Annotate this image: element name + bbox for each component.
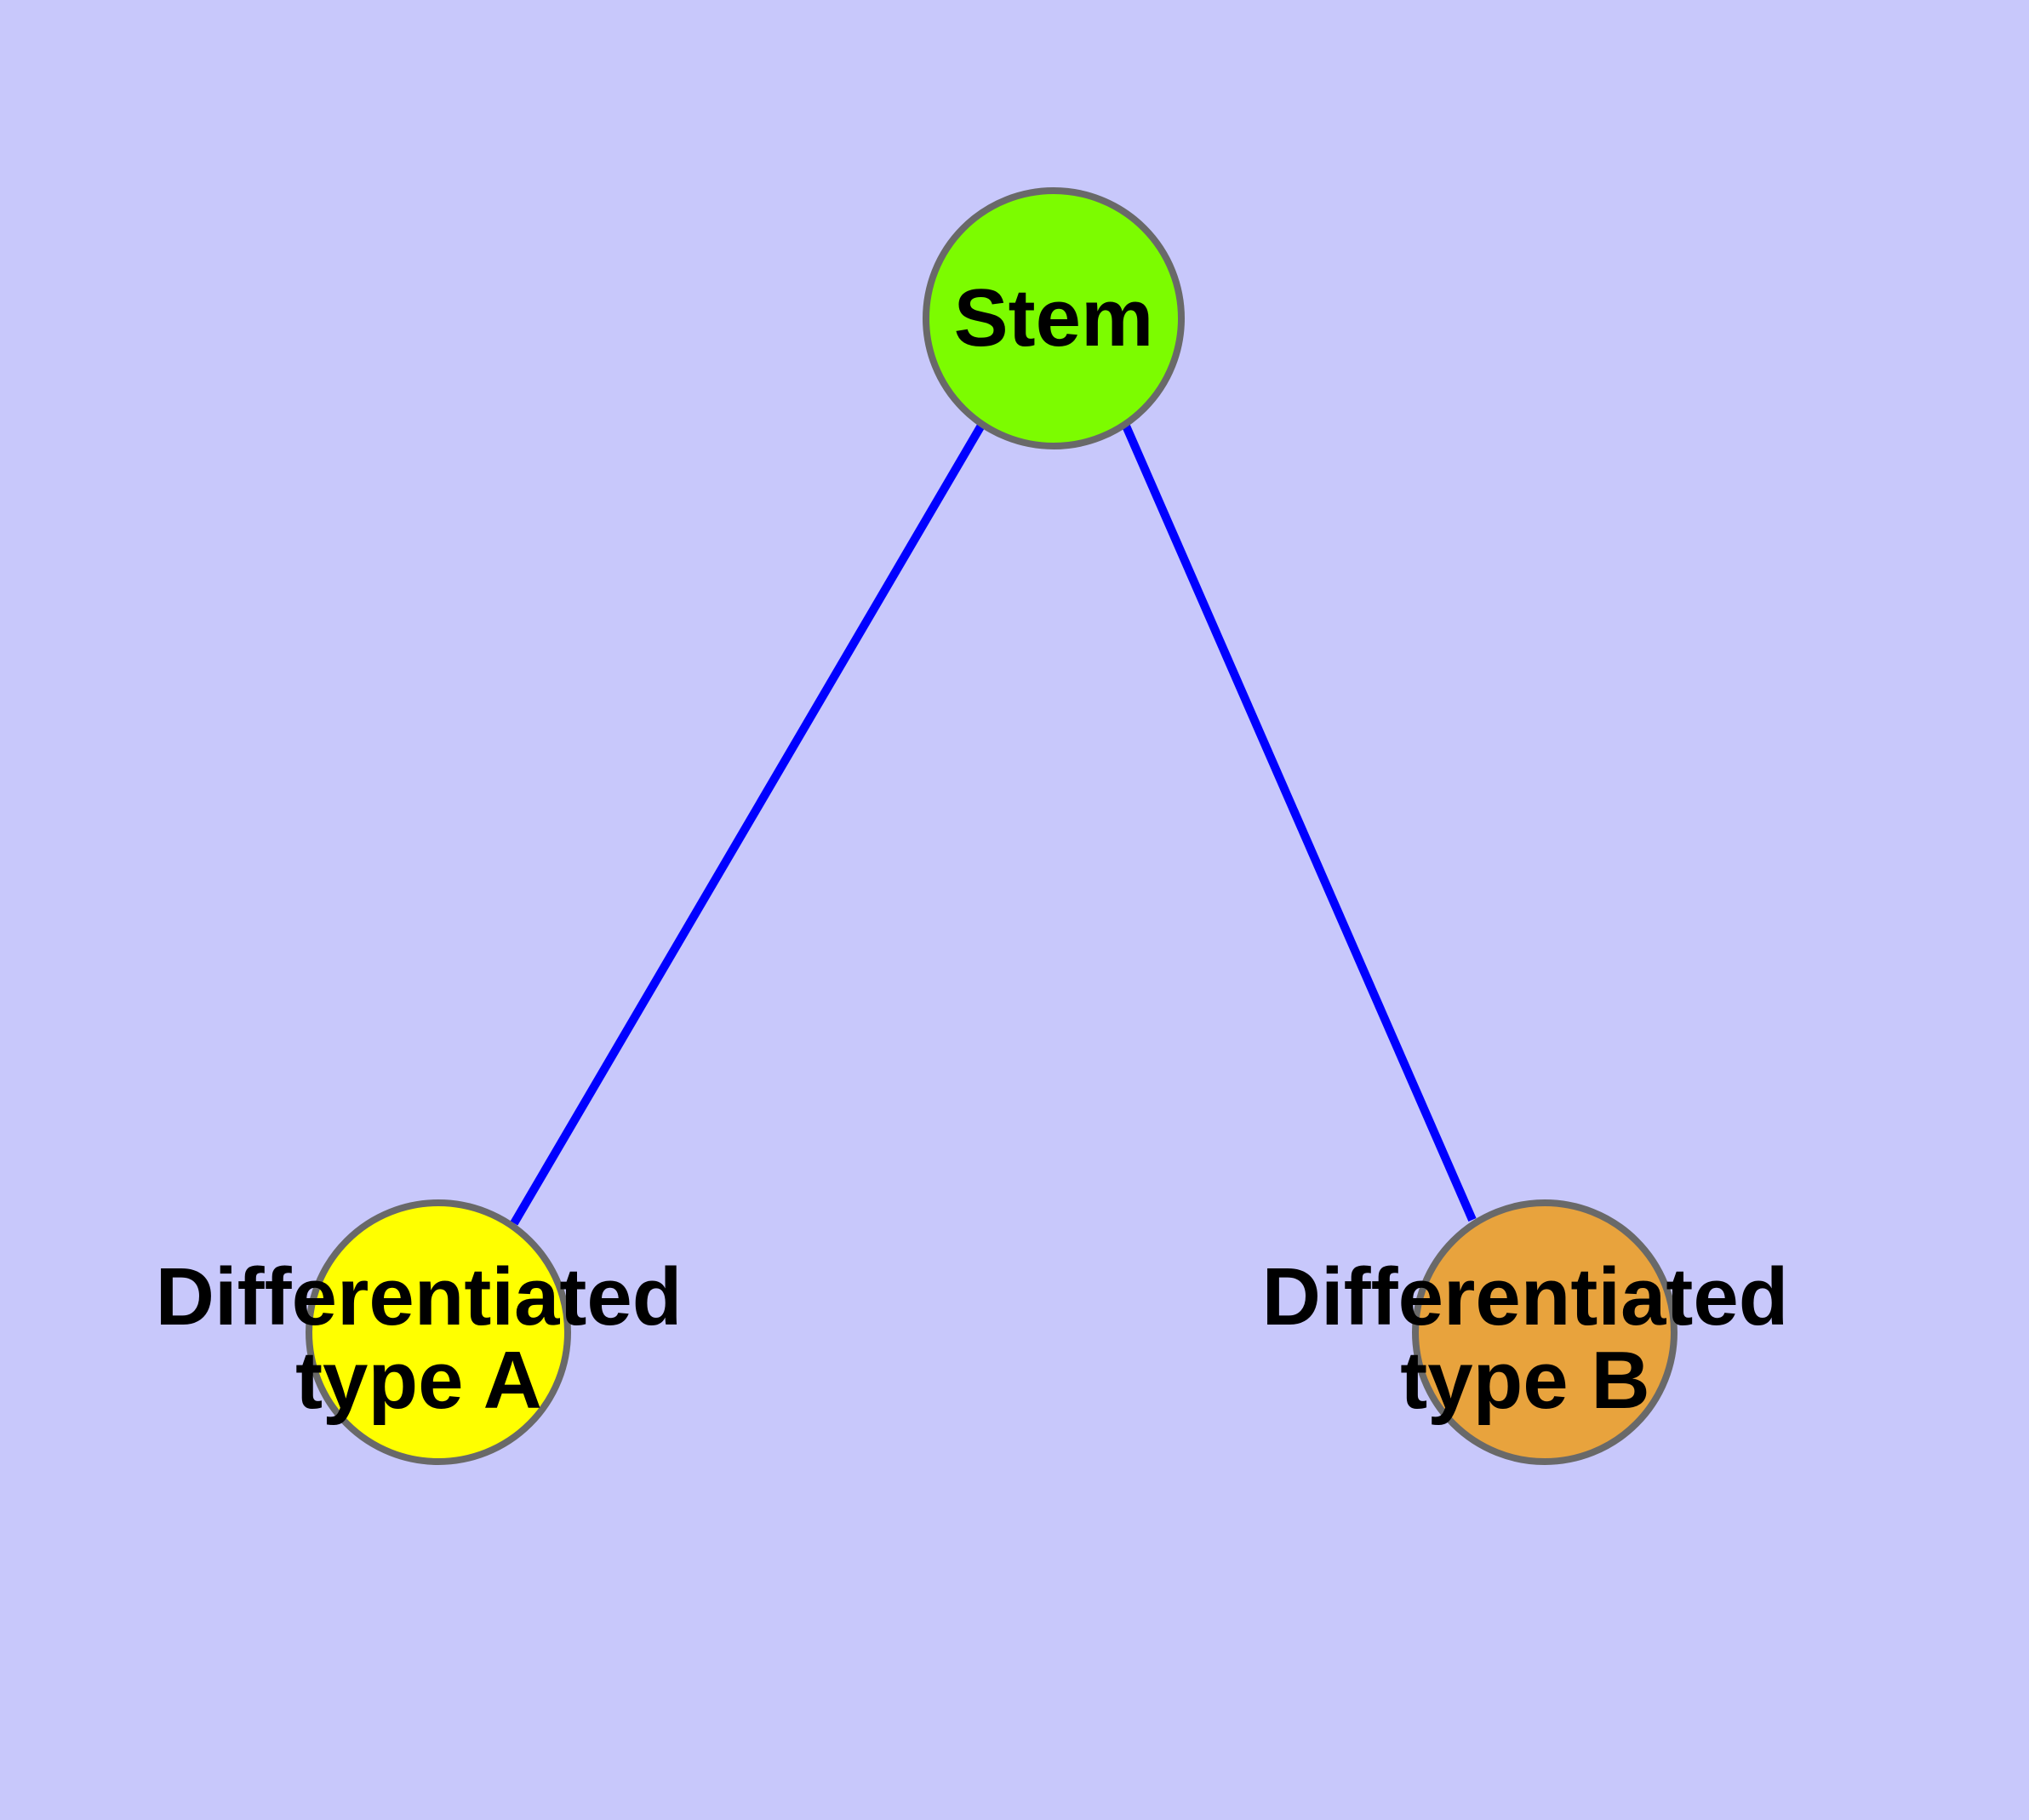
nodes-layer <box>306 187 1677 1465</box>
node-label-diff_b-line1: Differentiated <box>1262 1251 1789 1342</box>
node-label-diff_a-line1: Differentiated <box>156 1251 683 1342</box>
node-label-stem-line1: Stem <box>954 272 1154 363</box>
node-circle-stem[interactable] <box>923 187 1185 449</box>
node-circle-diff_a[interactable] <box>306 1199 571 1465</box>
node-label-diff_a-line2: type A <box>295 1335 542 1426</box>
edge-stem-to-b[interactable] <box>1121 422 1477 1222</box>
edges-layer <box>510 421 1477 1226</box>
edge-stem-to-a[interactable] <box>510 421 986 1226</box>
node-circle-diff_b[interactable] <box>1412 1199 1677 1465</box>
node-label-diff_b-line2: type B <box>1400 1335 1649 1426</box>
